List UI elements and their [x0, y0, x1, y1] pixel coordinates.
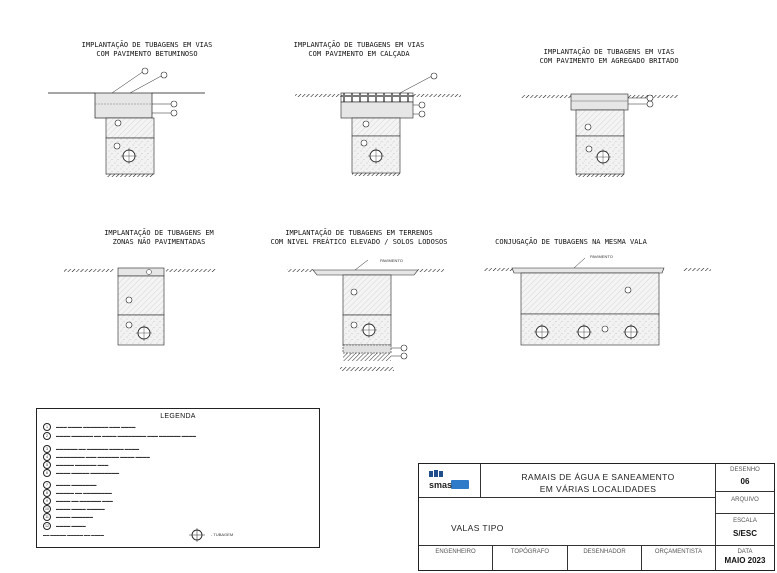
drawing-conjugacao: CONJUGAÇÃO DE TUBAGENS NA MESMA VALA PAV… — [484, 237, 711, 346]
legend-row: 12▬▬▬▬ ▬▬▬▬ — [43, 522, 86, 530]
pavimento-label: PAVIMENTO — [590, 254, 613, 259]
project-cell: RAMAIS DE ÁGUA E SANEAMENTO EM VÁRIAS LO… — [481, 464, 716, 498]
tubagem-symbol-icon — [189, 528, 205, 542]
tubagem-label: - TUBAGEM — [211, 532, 234, 537]
legend-row: 11▬▬▬▬ ▬▬▬▬▬▬ — [43, 513, 93, 521]
drawing-subtitle: COM PAVIMENTO EM CALÇADA — [308, 50, 410, 58]
legend-row: 6▬▬▬▬ ▬▬▬▬▬ ▬▬▬▬▬▬▬▬ — [43, 469, 119, 477]
escala-label: ESCALA — [733, 518, 757, 524]
legend-note: ▬▬ ▬▬▬▬▬ ▬▬▬▬▬ ▬▬ ▬▬▬▬ — [43, 533, 104, 537]
role-desenhador: DESENHADOR — [568, 546, 642, 570]
desenho-cell: DESENHO 06 — [716, 464, 774, 492]
smas-logo-icon: smas — [429, 470, 469, 490]
legend-row: 7▬▬▬▬ ▬▬▬▬▬▬▬ — [43, 481, 97, 489]
logo-cell: smas — [419, 464, 481, 498]
pavimento-label: PAVIMENTO — [380, 258, 403, 263]
data-label: DATA — [737, 549, 753, 555]
data-cell: DATA MAIO 2023 — [716, 546, 774, 570]
escala-cell: ESCALA S/ESC — [716, 514, 774, 546]
data-value: MAIO 2023 — [724, 556, 766, 565]
drawing-nao-pavimentadas: IMPLANTAÇÃO DE TUBAGENS EM ZONAS NÃO PAV… — [64, 228, 216, 346]
drawing-subtitle: ZONAS NÃO PAVIMENTADAS — [113, 237, 206, 246]
drawing-title: IMPLANTAÇÃO DE TUBAGENS EM — [104, 228, 214, 237]
desenho-value: 06 — [740, 477, 750, 486]
legend-row: 9▬▬▬▬ ▬▬ ▬▬▬▬▬▬ ▬▬▬ — [43, 497, 113, 505]
legend-row: 1▬▬▬ ▬▬▬▬ ▬▬▬▬▬▬▬ ▬▬▬ ▬▬▬▬ — [43, 423, 135, 431]
drawing-title: IMPLANTAÇÃO DE TUBAGENS EM TERRENOS — [285, 228, 433, 237]
drawing-subtitle: COM PAVIMENTO EM AGREGADO BRITADO — [539, 57, 678, 65]
legend-row: 3▬▬▬▬▬▬ ▬▬ ▬▬▬▬▬▬ ▬▬▬▬ ▬▬▬▬ — [43, 445, 139, 453]
arquivo-cell: ARQUIVO — [716, 492, 774, 514]
drawing-agregado: IMPLANTAÇÃO DE TUBAGENS EM VIAS COM PAVI… — [521, 47, 679, 177]
drawing-title: IMPLANTAÇÃO DE TUBAGENS EM VIAS — [82, 40, 213, 49]
legend-row: 8▬▬▬▬▬ ▬▬ ▬▬▬▬▬▬▬▬ — [43, 489, 112, 497]
legend-row: 4▬▬▬▬▬▬▬▬ ▬▬▬ ▬▬▬▬▬▬ ▬▬▬▬ ▬▬▬▬ — [43, 453, 150, 461]
legend-row: 5▬▬▬▬▬ ▬▬▬▬▬▬ ▬▬▬ — [43, 461, 108, 469]
desenho-label: DESENHO — [730, 467, 760, 473]
drawing-betuminoso: IMPLANTAÇÃO DE TUBAGENS EM VIAS COM PAVI… — [48, 40, 212, 177]
legend-row: 10▬▬▬▬ ▬▬▬▬ ▬▬▬▬▬ — [43, 505, 105, 513]
logo-text: smas — [429, 480, 452, 490]
drawing-calcada: IMPLANTAÇÃO DE TUBAGENS EM VIAS COM PAVI… — [294, 40, 461, 176]
subject-text: VALAS TIPO — [451, 523, 504, 533]
drawing-title: IMPLANTAÇÃO DE TUBAGENS EM VIAS — [294, 40, 425, 49]
title-block: smas RAMAIS DE ÁGUA E SANEAMENTO EM VÁRI… — [418, 463, 775, 571]
project-line-2: EM VÁRIAS LOCALIDADES — [539, 484, 657, 494]
escala-value: S/ESC — [732, 529, 757, 538]
legend-title: LEGENDA — [160, 413, 196, 420]
project-line-1: RAMAIS DE ÁGUA E SANEAMENTO — [521, 472, 675, 482]
subject-cell: VALAS TIPO — [419, 498, 716, 546]
role-engenheiro: ENGENHEIRO — [419, 546, 493, 570]
drawing-title: CONJUGAÇÃO DE TUBAGENS NA MESMA VALA — [495, 237, 648, 246]
drawing-subtitle: COM NIVEL FREÁTICO ELEVADO / SOLOS LODOS… — [270, 237, 447, 246]
drawing-title: IMPLANTAÇÃO DE TUBAGENS EM VIAS — [544, 47, 675, 56]
legend-box: LEGENDA 1▬▬▬ ▬▬▬▬ ▬▬▬▬▬▬▬ ▬▬▬ ▬▬▬▬ 2▬▬▬▬… — [36, 408, 320, 548]
legend-row: 2▬▬▬▬ ▬▬▬▬▬▬ ▬▬ ▬▬▬▬ ▬▬▬▬▬▬▬▬ ▬▬▬ ▬▬▬▬▬▬… — [43, 432, 196, 440]
role-topografo: TOPÓGRAFO — [493, 546, 568, 570]
arquivo-label: ARQUIVO — [731, 497, 759, 503]
drawing-nivel-freatico: IMPLANTAÇÃO DE TUBAGENS EM TERRENOS COM … — [270, 228, 448, 371]
drawing-subtitle: COM PAVIMENTO BETUMINOSO — [96, 50, 197, 58]
role-orcamentista: ORÇAMENTISTA — [642, 546, 716, 570]
